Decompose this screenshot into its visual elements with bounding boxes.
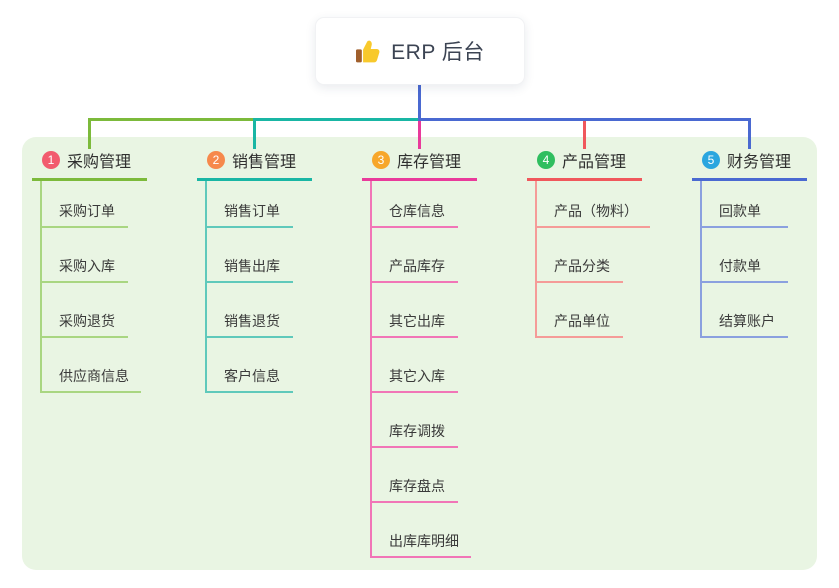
child-node[interactable]: 产品库存: [372, 228, 458, 283]
child-node[interactable]: 销售出库: [207, 228, 293, 283]
branch-number-badge: 5: [702, 150, 720, 169]
branch-node-5[interactable]: 5 财务管理: [692, 147, 807, 181]
branch-label: 产品管理: [562, 153, 627, 171]
branch-label: 财务管理: [727, 153, 792, 171]
branch-number-badge: 2: [207, 150, 225, 169]
child-node[interactable]: 库存盘点: [372, 448, 458, 503]
bus-segment-green: [88, 118, 255, 121]
branch-label: 采购管理: [67, 153, 132, 171]
branch-drop-line: [88, 121, 91, 149]
thumbs-up-icon: [355, 39, 382, 64]
child-node[interactable]: 采购退货: [42, 283, 128, 338]
child-node[interactable]: 供应商信息: [42, 338, 141, 393]
branch-children: 产品（物料）产品分类产品单位: [535, 181, 650, 338]
branch-number-badge: 4: [537, 150, 555, 169]
child-node[interactable]: 其它入库: [372, 338, 458, 393]
child-node[interactable]: 产品分类: [537, 228, 623, 283]
child-node[interactable]: 仓库信息: [372, 181, 458, 228]
branch-node-1[interactable]: 1 采购管理: [32, 147, 147, 181]
branch-node-3[interactable]: 3 库存管理: [362, 147, 477, 181]
child-node[interactable]: 其它出库: [372, 283, 458, 338]
root-connector-line: [418, 83, 421, 118]
branch-label: 销售管理: [232, 153, 297, 171]
branch-drop-line: [748, 121, 751, 149]
child-node[interactable]: 产品单位: [537, 283, 623, 338]
child-node[interactable]: 客户信息: [207, 338, 293, 393]
child-node[interactable]: 采购入库: [42, 228, 128, 283]
child-node[interactable]: 销售退货: [207, 283, 293, 338]
child-node[interactable]: 回款单: [702, 181, 788, 228]
branch-children: 销售订单销售出库销售退货客户信息: [205, 181, 293, 393]
root-node[interactable]: ERP 后台: [315, 17, 525, 85]
root-title: ERP 后台: [391, 41, 485, 64]
branch-number-badge: 1: [42, 150, 60, 169]
branch-node-2[interactable]: 2 销售管理: [197, 147, 312, 181]
child-node[interactable]: 销售订单: [207, 181, 293, 228]
branch-drop-line: [583, 121, 586, 149]
child-node[interactable]: 结算账户: [702, 283, 788, 338]
branch-node-4[interactable]: 4 产品管理: [527, 147, 642, 181]
branch-number-badge: 3: [372, 150, 390, 169]
branch-label: 库存管理: [397, 153, 462, 171]
bus-segment-teal: [253, 118, 420, 121]
child-node[interactable]: 付款单: [702, 228, 788, 283]
branch-children: 仓库信息产品库存其它出库其它入库库存调拨库存盘点出库库明细: [370, 181, 471, 558]
branch-children: 采购订单采购入库采购退货供应商信息: [40, 181, 141, 393]
child-node[interactable]: 出库库明细: [372, 503, 471, 558]
bus-segment-blue: [418, 118, 751, 121]
child-node[interactable]: 库存调拨: [372, 393, 458, 448]
branch-drop-line: [418, 121, 421, 149]
branch-children: 回款单付款单结算账户: [700, 181, 788, 338]
child-node[interactable]: 采购订单: [42, 181, 128, 228]
child-node[interactable]: 产品（物料）: [537, 181, 650, 228]
branches-panel: [22, 137, 817, 570]
branch-drop-line: [253, 121, 256, 149]
